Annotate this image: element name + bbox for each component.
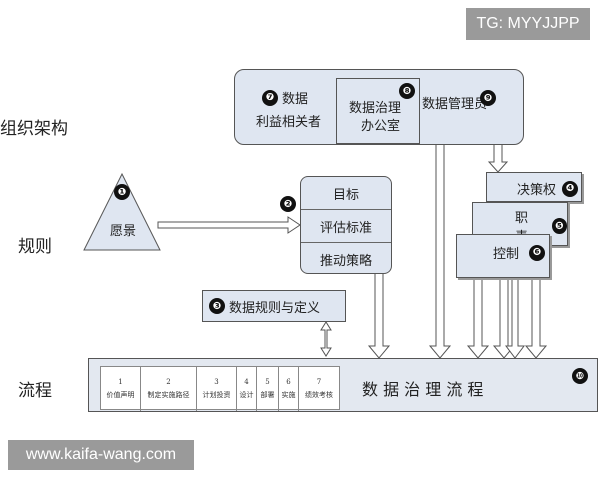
number-badge-2: ❷ (280, 196, 296, 212)
goals-item-1: 目标 (301, 177, 391, 210)
goals-item-3: 推动策略 (319, 253, 372, 269)
arrow-stack-to-process-2 (492, 275, 516, 359)
goals-box: 目标 评估标准 推动策略 (300, 176, 392, 274)
watermark-bottom: www.kaifa-wang.com (8, 440, 194, 470)
arrow-stewards-to-stack (487, 143, 509, 173)
arrow-stack-to-process-3 (505, 275, 525, 359)
stakeholders-line1: 数据 (282, 92, 309, 107)
arrow-vision-to-goals (157, 216, 301, 234)
stewards-block: 数据管理员 ❾ (422, 90, 522, 112)
vision-triangle (83, 172, 161, 251)
office-line2: 办公室 (361, 119, 401, 134)
number-badge-6: ❻ (529, 244, 546, 261)
data-rules-label: 数据规则与定义 (229, 300, 321, 316)
goals-item-2: 评估标准 (301, 210, 391, 243)
vision-label: 愿景 (110, 224, 137, 239)
arrow-office-to-process (428, 143, 452, 359)
row-label-process: 流程 (18, 381, 52, 401)
arrow-goals-to-process (367, 271, 391, 359)
row-label-rules: 规则 (18, 237, 52, 257)
decision-rights-label: 决策权 (517, 183, 557, 198)
stakeholders-block: ❼ 数据 利益相关者 (256, 88, 336, 132)
number-badge-3: ❸ (209, 298, 225, 314)
decision-rights-box: 决策权 ❹ (486, 172, 582, 202)
controls-box: 控制 ❻ (456, 234, 550, 278)
controls-label: 控制 (493, 247, 520, 262)
arrow-stack-to-process-1 (466, 275, 490, 359)
number-badge-8: ❽ (399, 83, 415, 99)
row-label-org: 组织架构 (0, 119, 68, 139)
governance-office-box: ❽ 数据治理 办公室 (336, 78, 420, 144)
office-line1: 数据治理 (349, 101, 402, 116)
number-badge-7: ❼ (262, 89, 278, 106)
stewards-label: 数据管理员 (422, 96, 488, 112)
watermark-top: TG: MYYJJPP (466, 8, 590, 40)
stakeholders-line2: 利益相关者 (256, 115, 322, 130)
number-badge-9: ❾ (480, 90, 496, 106)
process-title: 数 据 治 理 流 程 (362, 380, 484, 399)
arrow-rules-to-process (320, 321, 332, 357)
number-badge-5: ❺ (551, 218, 567, 234)
number-badge-4: ❹ (562, 180, 579, 197)
number-badge-1: ❶ (114, 184, 130, 200)
number-badge-10: ❿ (572, 368, 588, 384)
data-rules-box: ❸ 数据规则与定义 (202, 290, 346, 322)
